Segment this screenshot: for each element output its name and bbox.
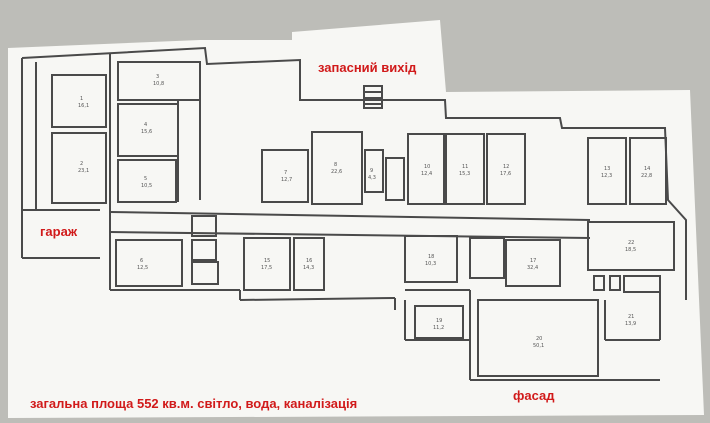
room-area: 10,8: [153, 81, 164, 87]
room-area: 22,8: [641, 173, 652, 179]
room-number: 15: [264, 258, 270, 264]
room-area: 17,5: [261, 265, 272, 271]
room-number: 9: [370, 168, 373, 174]
room-area: 14,3: [303, 265, 314, 271]
room-area: 10,3: [425, 261, 436, 267]
room-labels: 1 16,1 2 23,1 3 10,8 4 15,6 5 10,5 6 12,…: [78, 74, 652, 349]
room-area: 11,2: [433, 325, 444, 331]
room-area: 12,7: [281, 177, 292, 183]
room-number: 16: [306, 258, 312, 264]
room-number: 13: [604, 166, 610, 172]
room-number: 4: [144, 122, 147, 128]
room-number: 12: [503, 164, 509, 170]
room-number: 22: [628, 240, 634, 246]
room-number: 8: [334, 162, 337, 168]
room-area: 12,5: [137, 265, 148, 271]
paper-sheet: [8, 20, 704, 418]
room-number: 11: [462, 164, 468, 170]
facade-label: фасад: [513, 388, 555, 403]
room-area: 12,3: [601, 173, 612, 179]
room-number: 10: [424, 164, 430, 170]
room-area: 22,6: [331, 169, 342, 175]
room-area: 32,4: [527, 265, 538, 271]
room-area: 15,3: [459, 171, 470, 177]
room-area: 4,3: [368, 175, 376, 181]
room-number: 1: [80, 96, 83, 102]
emergency-exit-label: запасний вихід: [318, 60, 417, 75]
room-number: 14: [644, 166, 650, 172]
room-number: 2: [80, 161, 83, 167]
room-number: 17: [530, 258, 536, 264]
room-number: 20: [536, 336, 542, 342]
room-area: 17,6: [500, 171, 511, 177]
room-number: 21: [628, 314, 634, 320]
room-area: 16,1: [78, 103, 89, 109]
room-number: 7: [284, 170, 287, 176]
room-area: 23,1: [78, 168, 89, 174]
walls: [21, 46, 687, 381]
room-area: 18,5: [625, 247, 636, 253]
total-area-caption: загальна площа 552 кв.м. світло, вода, к…: [30, 396, 358, 411]
room-area: 15,6: [141, 129, 152, 135]
room-number: 5: [144, 176, 147, 182]
room-number: 3: [156, 74, 159, 80]
garage-label: гараж: [40, 224, 78, 239]
room-number: 18: [428, 254, 434, 260]
room-number: 19: [436, 318, 442, 324]
room-area: 13,9: [625, 321, 636, 327]
room-area: 10,5: [141, 183, 152, 189]
room-area: 12,4: [421, 171, 432, 177]
room-area: 50,1: [533, 343, 544, 349]
room-number: 6: [140, 258, 143, 264]
